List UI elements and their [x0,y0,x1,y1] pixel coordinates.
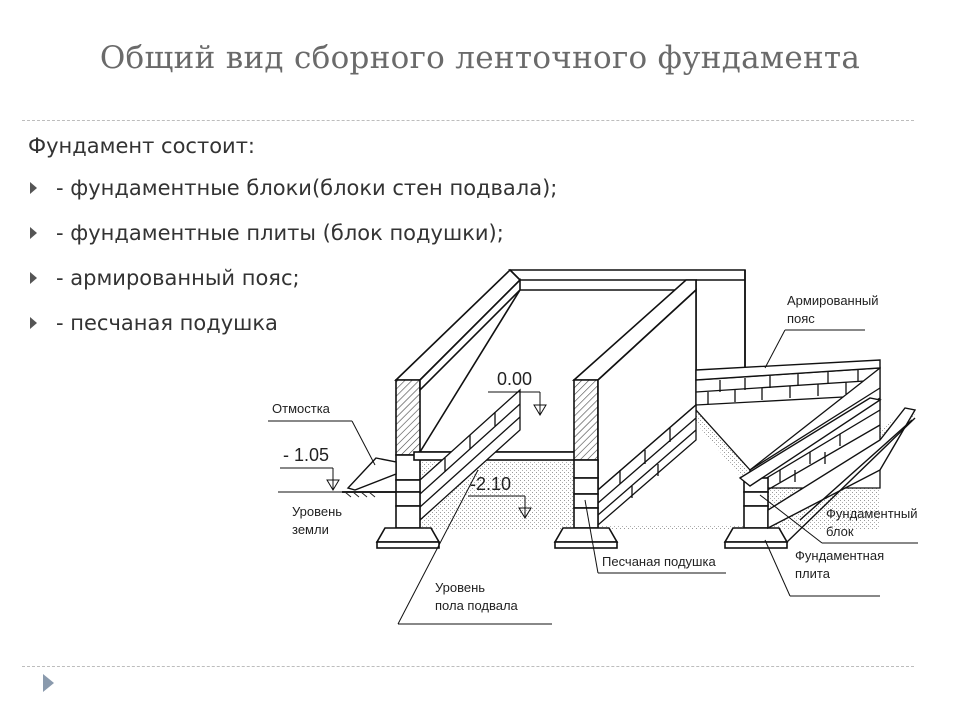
top-divider [22,120,914,121]
svg-text:земли: земли [292,522,329,537]
block-wall-middle [597,403,697,527]
bullet-arrow-icon [30,227,37,239]
label-armored-belt: Армированный пояс [764,293,879,369]
otmostka [346,457,397,491]
bullet-arrow-icon [30,272,37,284]
svg-text:-2.10: -2.10 [470,474,511,494]
label-sand-cushion: Песчаная подушка [584,499,726,574]
svg-text:Уровень: Уровень [435,580,485,595]
bullet-arrow-icon [30,182,37,194]
ground-line [342,491,400,498]
svg-text:Уровень: Уровень [292,504,342,519]
bullet-arrow-icon [30,317,37,329]
svg-text:- 1.05: - 1.05 [283,445,329,465]
block-wall-left [419,388,521,522]
level-marker-210: -2.10 [468,474,532,519]
right-footing [767,407,917,543]
label-foundation-block: Фундаментный блок [759,494,918,544]
svg-text:плита: плита [795,566,831,581]
nav-arrow-icon [43,674,54,692]
label-otmostka: Отмостка [268,401,376,466]
svg-text:0.00: 0.00 [497,369,532,389]
slide-title: Общий вид сборного ленточного фундамента [99,40,861,76]
svg-text:Песчаная подушка: Песчаная подушка [602,554,716,569]
svg-text:Отмостка: Отмостка [272,401,331,416]
level-marker-000: 0.00 [488,369,547,416]
svg-text:Фундаментный: Фундаментный [826,506,917,521]
label-basement-floor: Уровень пола подвала [397,469,552,625]
middle-wall [571,279,697,492]
svg-text:Армированный: Армированный [787,293,879,308]
label-ground-level: Уровень земли [278,491,342,537]
intro-text: Фундамент состоит: [28,134,256,158]
svg-text:пола подвала: пола подвала [435,598,519,613]
armored-belt [695,359,882,487]
bottom-divider [22,666,914,667]
svg-text:пояс: пояс [787,311,815,326]
label-foundation-plate: Фундаментная плита [764,539,884,597]
svg-text:Фундаментная: Фундаментная [795,548,884,563]
front-block-stacks [375,459,789,549]
level-marker-105: - 1.05 [280,445,340,491]
svg-text:блок: блок [826,524,854,539]
